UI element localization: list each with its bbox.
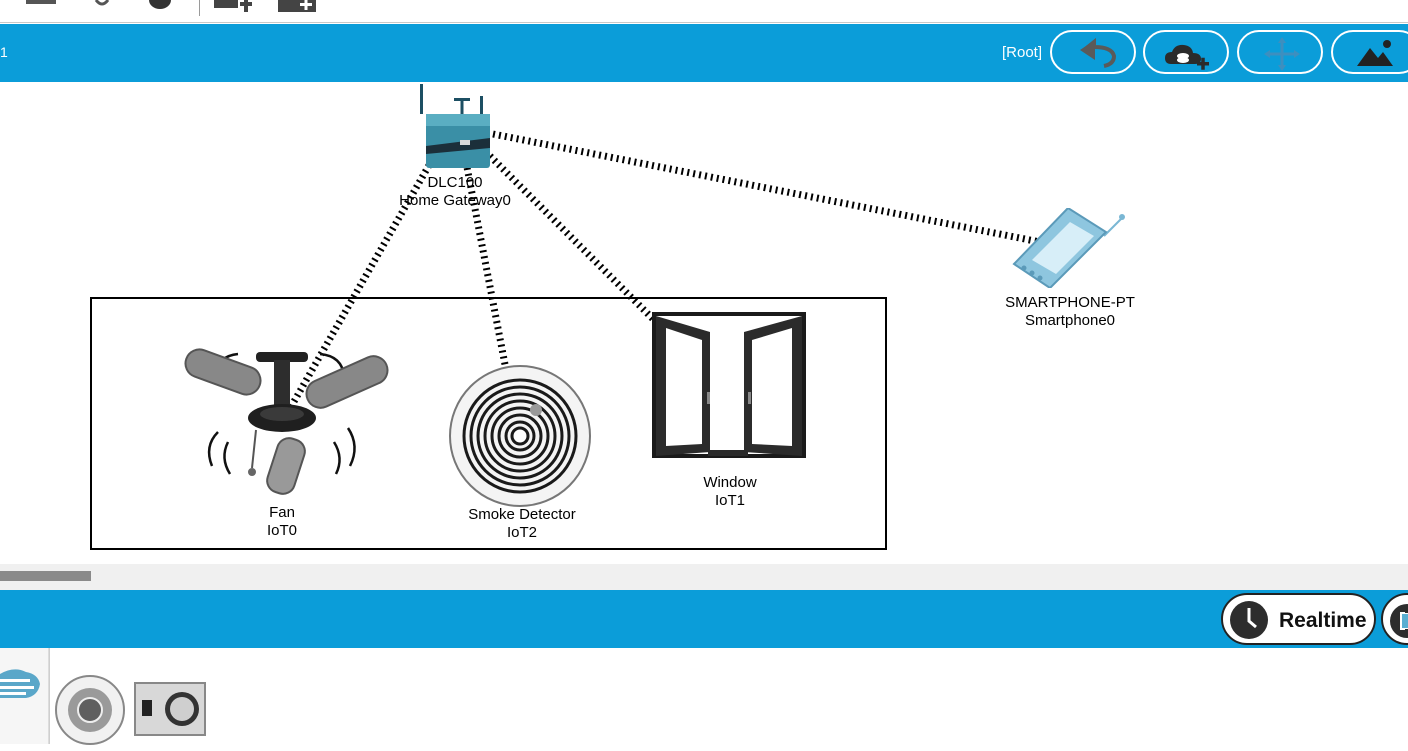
smartphone-label: SMARTPHONE-PT Smartphone0	[990, 294, 1150, 330]
window-name: IoT1	[714, 492, 745, 509]
move-arrows-icon	[1264, 37, 1300, 71]
smartphone-icon[interactable]	[1010, 208, 1130, 288]
undo-arrow-icon	[1080, 37, 1117, 68]
logical-workspace-bar: 1 [Root]	[0, 24, 1408, 82]
gateway-name: Home Gateway0	[399, 192, 511, 209]
window-model: Window	[703, 474, 757, 491]
window-icon[interactable]	[652, 312, 808, 472]
smartphone-model: SMARTPHONE-PT	[1005, 294, 1135, 311]
device-palette	[0, 648, 1408, 745]
horizontal-scrollbar[interactable]	[0, 564, 1408, 590]
add-cluster-icon[interactable]	[276, 0, 320, 14]
smoke-detector-name: IoT2	[506, 524, 537, 541]
toolbar-icon-2[interactable]	[92, 0, 120, 14]
bottom-toolbar: Realtime	[0, 590, 1408, 648]
smoke-detector-icon	[55, 675, 125, 745]
simulation-icon	[1390, 604, 1408, 638]
toolbar-divider	[199, 0, 200, 16]
smoke-detector-device-icon[interactable]	[448, 364, 592, 508]
home-gateway-icon[interactable]	[414, 84, 494, 170]
inspect-icon[interactable]	[146, 0, 176, 14]
new-cluster-button[interactable]	[1143, 30, 1229, 74]
fan-name: IoT0	[266, 522, 297, 539]
realtime-mode-button[interactable]: Realtime	[1221, 593, 1376, 645]
logical-workspace[interactable]: DLC100 Home Gateway0 SMARTPHONE-PT Smart…	[0, 82, 1408, 564]
window-label: Window IoT1	[680, 474, 780, 510]
background-image-button[interactable]	[1331, 30, 1408, 74]
gateway-label: DLC100 Home Gateway0	[380, 174, 530, 210]
move-object-button[interactable]	[1237, 30, 1323, 74]
palette-item-siren[interactable]	[134, 682, 206, 741]
iot-cluster-box[interactable]	[90, 297, 887, 550]
siren-icon	[134, 682, 206, 736]
top-toolbar	[0, 0, 1408, 23]
scrollbar-thumb[interactable]	[0, 571, 91, 581]
clock-icon	[1230, 601, 1268, 639]
ceiling-fan-icon[interactable]	[168, 346, 398, 506]
root-breadcrumb[interactable]: [Root]	[1002, 44, 1043, 61]
smoke-detector-label: Smoke Detector IoT2	[452, 506, 592, 542]
smoke-detector-model: Smoke Detector	[468, 506, 576, 523]
palette-item-smoke-detector[interactable]	[54, 674, 126, 751]
realtime-label: Realtime	[1279, 609, 1367, 632]
cloud-add-icon	[1165, 44, 1209, 70]
fan-model: Fan	[269, 504, 295, 521]
mountain-image-icon	[1357, 40, 1393, 66]
toolbar-icon-1[interactable]	[24, 0, 60, 14]
workspace-title: 1	[0, 44, 8, 60]
palette-divider	[49, 648, 50, 744]
add-device-icon[interactable]	[212, 0, 258, 14]
gateway-model: DLC100	[427, 174, 483, 191]
wireless-link-fan	[284, 158, 436, 414]
simulation-mode-button[interactable]	[1381, 593, 1408, 645]
back-button[interactable]	[1050, 30, 1136, 74]
wireless-link-smartphone	[492, 130, 1041, 246]
smartphone-name: Smartphone0	[1024, 312, 1116, 329]
wind-detector-icon	[0, 669, 40, 698]
fan-label: Fan IoT0	[232, 504, 332, 540]
palette-item-wind[interactable]	[0, 648, 49, 744]
